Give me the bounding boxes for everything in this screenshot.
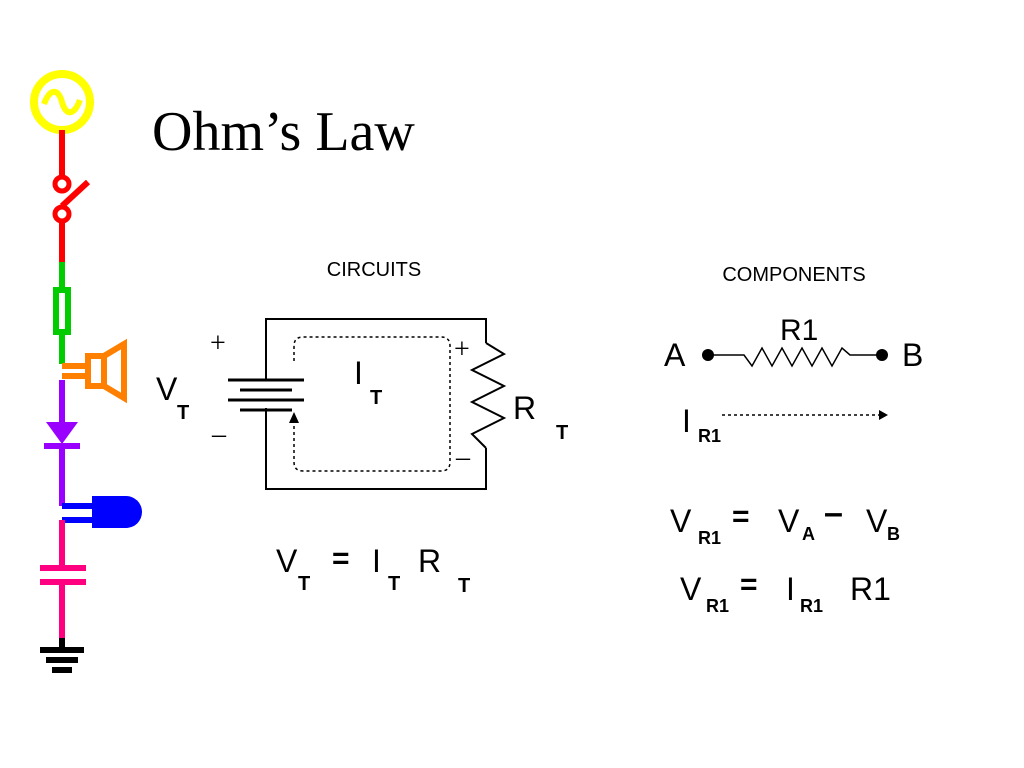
eq2-v: V bbox=[680, 571, 702, 607]
eq-equals: = bbox=[332, 542, 350, 575]
slide-title: Ohm’s Law bbox=[152, 101, 415, 163]
resistor-plus-label: + bbox=[454, 334, 470, 365]
circuit-wire-top bbox=[265, 318, 487, 380]
eq-r: R bbox=[418, 543, 441, 579]
current-loop bbox=[293, 336, 451, 472]
eq1-vb: V bbox=[866, 503, 888, 539]
ohms-law-equation: V T = I T R T bbox=[276, 542, 470, 597]
eq2-r: R1 bbox=[850, 571, 891, 607]
speaker-icon bbox=[62, 338, 127, 404]
vt-label: V bbox=[156, 371, 178, 407]
node-b-dot bbox=[876, 349, 888, 361]
eq2-v-sub: R1 bbox=[706, 596, 729, 616]
eq1-equals: = bbox=[732, 500, 750, 533]
led-icon bbox=[62, 496, 142, 528]
components-heading: COMPONENTS bbox=[722, 264, 865, 286]
eq1-v-sub: R1 bbox=[698, 528, 721, 548]
circuit-wire-bottom bbox=[265, 408, 487, 490]
rt-label: R bbox=[513, 390, 536, 426]
vt-subscript: T bbox=[177, 402, 189, 424]
it-label: I bbox=[354, 355, 363, 391]
components-diagram: COMPONENTS A B R1 I R1 V R1 = V A – V B bbox=[664, 264, 923, 616]
eq-r-sub: T bbox=[458, 575, 470, 597]
resistor-rt-icon bbox=[469, 342, 507, 449]
resistor-r1-label: R1 bbox=[780, 314, 818, 347]
eq2-equals: = bbox=[740, 568, 758, 601]
switch-icon bbox=[52, 130, 91, 262]
node-a-label: A bbox=[664, 337, 686, 373]
eq-v: V bbox=[276, 543, 298, 579]
it-subscript: T bbox=[370, 387, 382, 409]
capacitor-icon bbox=[40, 520, 86, 640]
eq1-vb-sub: B bbox=[887, 524, 900, 544]
battery-plus-label: + bbox=[210, 328, 226, 359]
ac-source-icon bbox=[30, 70, 94, 134]
eq1-va: V bbox=[778, 503, 800, 539]
current-ir1-label: I bbox=[682, 403, 691, 439]
battery-icon bbox=[228, 378, 304, 412]
battery-minus-label: – bbox=[211, 419, 227, 450]
resistor-minus-label: – bbox=[455, 442, 471, 473]
eq1-minus: – bbox=[824, 494, 843, 532]
resistor-r1-icon bbox=[708, 346, 882, 368]
eq-i-sub: T bbox=[388, 573, 400, 595]
eq-v-sub: T bbox=[298, 573, 310, 595]
circuits-diagram: CIRCUITS + – + – V T I T bbox=[156, 259, 568, 597]
circuits-heading: CIRCUITS bbox=[327, 259, 421, 281]
ground-icon bbox=[40, 638, 84, 673]
rt-subscript: T bbox=[556, 422, 568, 444]
eq-i: I bbox=[372, 543, 381, 579]
eq1-v: V bbox=[670, 503, 692, 539]
node-b-label: B bbox=[902, 337, 923, 373]
eq1-va-sub: A bbox=[802, 524, 815, 544]
eq2-i: I bbox=[786, 571, 795, 607]
diode-icon bbox=[44, 380, 80, 506]
component-ohms-law-equation: V R1 = I R1 R1 bbox=[680, 568, 891, 616]
current-ir1-arrow-icon bbox=[879, 410, 888, 420]
fuse-icon bbox=[53, 262, 71, 364]
current-arrow-icon bbox=[289, 412, 299, 423]
component-strip bbox=[30, 70, 142, 673]
eq2-i-sub: R1 bbox=[800, 596, 823, 616]
current-ir1-subscript: R1 bbox=[698, 426, 721, 446]
voltage-drop-equation: V R1 = V A – V B bbox=[670, 494, 900, 548]
